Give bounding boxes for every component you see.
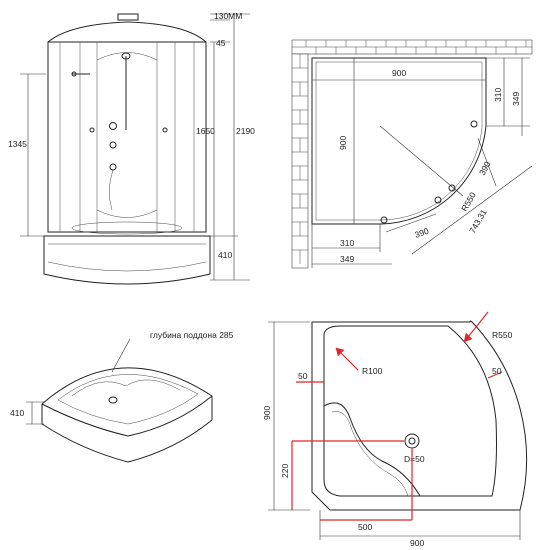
dim-plan-depth: 900 [338,136,348,150]
dim-roof: 45 [216,38,226,48]
front-view: 130MM 45 1650 2190 410 1345 [8,11,255,285]
dim-handle-zone: 1345 [8,139,27,149]
dim-plan-radius: R550 [459,190,478,213]
brick-wall-left [291,53,309,269]
roof [47,21,207,43]
dim-tray-height: 410 [218,250,232,260]
tray-plan: D=50 R100 R550 50 50 900 220 500 900 [262,311,527,548]
tray-drain-x: 500 [358,522,372,532]
tray-depth-label: глубина поддона 285 [150,330,234,340]
cabin-plan-outline [311,57,487,225]
dim-straight-bottom-a: 310 [340,238,354,248]
tray-depth-dim: 900 [262,406,272,420]
dim-plan-width: 900 [392,68,406,78]
shower-hose [109,169,114,211]
shower-head-icon [121,52,131,60]
tray-drain-y: 220 [280,464,290,478]
top-cap [117,13,139,21]
dim-straight-right-b: 349 [511,92,521,106]
tray-plan-outline [311,320,527,511]
plan-view: 900 900 310 349 310 349 390 390 R550 743… [291,39,533,269]
tray-drain-plan-icon [404,433,420,449]
dim-door-a: 390 [413,226,430,240]
mixer-icon [109,122,117,130]
dim-total-height: 2190 [236,126,255,136]
dim-straight-bottom-b: 349 [340,254,354,264]
brick-wall-top [291,39,533,55]
dim-straight-right-a: 310 [493,88,503,102]
tray-perspective: глубина поддона 285 410 [10,330,234,463]
tray-front [43,235,211,285]
tray-r100: R100 [362,366,383,376]
dim-height-panel: 1650 [196,126,215,136]
tray-width-dim: 900 [410,538,424,548]
dim-door-b: 390 [477,159,493,176]
tray-plan-inner [323,325,497,497]
tray-height-dim: 410 [10,408,24,418]
tray-body [41,367,213,463]
tray-drain-icon [108,396,118,404]
tray-rim-left: 50 [298,371,308,381]
dim-top-cap: 130MM [214,11,242,21]
cabin-glass [47,41,207,233]
tray-rim-right: 50 [492,366,502,376]
tray-drain-label: D=50 [404,454,425,464]
tray-r550: R550 [492,330,513,340]
